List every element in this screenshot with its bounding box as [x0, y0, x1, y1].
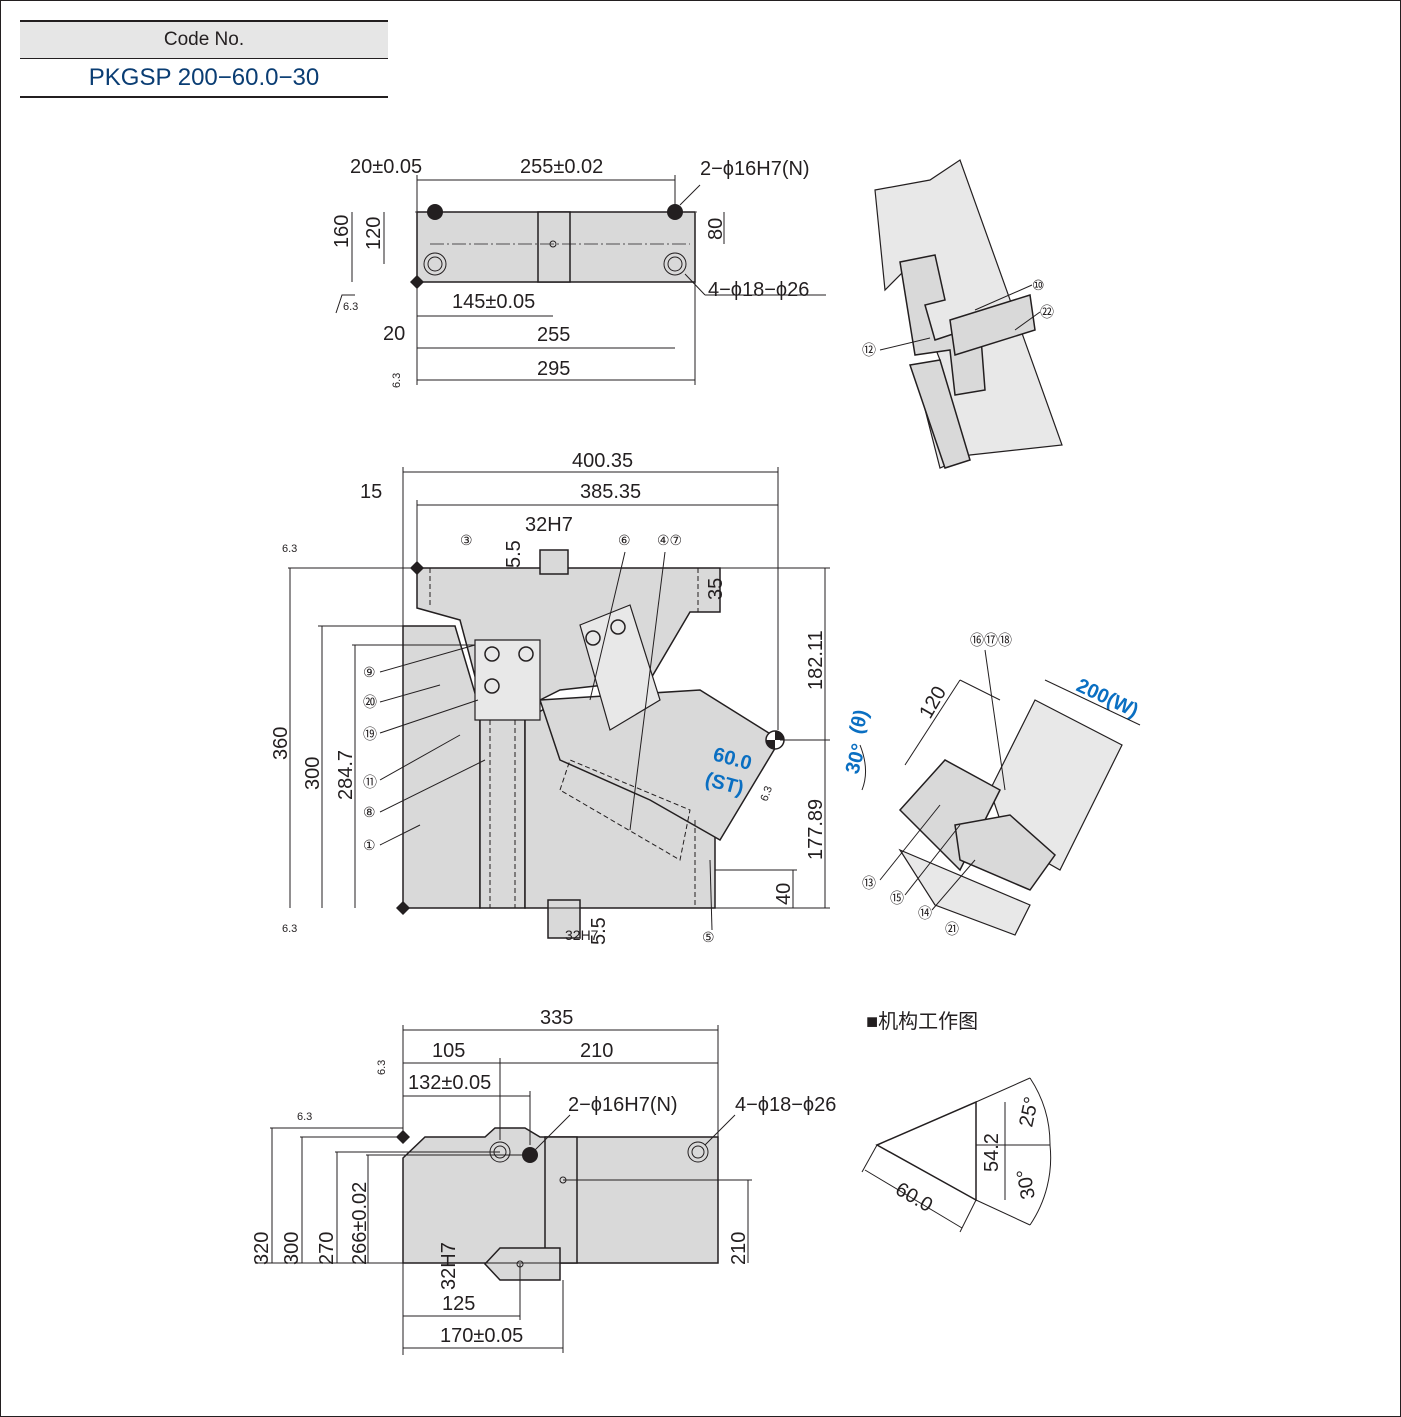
mechanism-title: ■机构工作图 — [866, 1010, 978, 1033]
callout-20: ⑳ — [363, 694, 377, 710]
callout-3: ③ — [460, 532, 473, 548]
detail-callout-22: ㉒ — [1040, 304, 1054, 320]
detail-top-bar — [949, 294, 1036, 356]
cbore-hole-icon — [663, 252, 687, 276]
mech-stroke: 60.0 — [892, 1178, 937, 1217]
side-dim-335: 335 — [540, 1007, 573, 1029]
dim-80: 80 — [705, 218, 727, 240]
mech-height: 54.2 — [981, 1133, 1003, 1172]
side-dim-32h7: 32H7 — [438, 1242, 460, 1290]
dim-32h7b: 32H7 — [565, 927, 599, 943]
dim-295: 295 — [537, 358, 570, 380]
bottom-key — [547, 899, 581, 939]
side-dim-270: 270 — [316, 1232, 338, 1265]
top-key — [539, 549, 569, 575]
mid-callout-15: ⑮ — [890, 890, 904, 906]
callout-8: ⑧ — [363, 804, 376, 820]
detail-mid-slide — [954, 814, 1057, 891]
dim-300: 300 — [302, 757, 324, 790]
code-value: PKGSP 200−60.0−30 — [20, 59, 388, 98]
front-view: 400.35 15 385.35 32H7 5.5 35 182.11 177.… — [270, 450, 873, 945]
detail-mid: 120 200(W) ⑯⑰⑱ ⑬ ⑮ ⑭ ㉑ — [862, 632, 1142, 937]
front-callouts: ③ ⑥ ④⑦ ⑨ ⑳ ⑲ ⑪ ⑧ ① ⑤ — [363, 532, 715, 945]
dim-145: 145±0.05 — [452, 291, 535, 313]
dim-20b: 20 — [383, 323, 405, 345]
hole-cbore-label: 4−ϕ18−ϕ26 — [708, 279, 809, 301]
dowel-hole-icon — [427, 204, 443, 220]
callout-9: ⑨ — [363, 664, 376, 680]
guide-post — [479, 717, 526, 909]
dim-177: 177.89 — [805, 799, 827, 860]
dim-385: 385.35 — [580, 481, 641, 503]
dim-255-tol: 255±0.02 — [520, 156, 603, 178]
rough-b: 6.3 — [282, 923, 297, 935]
dim-5-5: 5.5 — [503, 540, 525, 568]
cbore-hole-icon — [423, 252, 447, 276]
mid-dim-120: 120 — [915, 683, 951, 723]
dim-284: 284.7 — [335, 750, 357, 800]
code-header: Code No. — [20, 20, 388, 59]
detail-top: ⑩ ㉒ ⑫ — [862, 159, 1063, 469]
rough-a: 6.3 — [282, 543, 297, 555]
dim-5-5b: 5.5 — [588, 917, 610, 945]
dim-120: 120 — [363, 217, 385, 250]
side-dim-132: 132±0.05 — [408, 1072, 491, 1094]
detail-callout-12: ⑫ — [862, 342, 876, 358]
side-dim-105: 105 — [432, 1040, 465, 1062]
cam-slider — [538, 689, 782, 842]
dim-15: 15 — [360, 481, 382, 503]
hole-dowel-label: 2−ϕ16H7(N) — [700, 158, 810, 180]
cbore-hole-icon — [687, 1141, 709, 1163]
side-view: 335 105 210 132±0.05 2−ϕ16H7(N) 4−ϕ18−ϕ2… — [251, 1007, 836, 1355]
side-dim-170: 170±0.05 — [440, 1325, 523, 1347]
dim-160: 160 — [331, 215, 353, 248]
roughness-63b: 6.3 — [391, 373, 403, 388]
dowel-hole-icon — [667, 204, 683, 220]
side-rough-b: 6.3 — [297, 1111, 312, 1123]
roughness-63: 6.3 — [343, 301, 358, 313]
dim-182: 182.11 — [805, 630, 827, 690]
dim-255: 255 — [537, 324, 570, 346]
mid-callout-16-17-18: ⑯⑰⑱ — [970, 632, 1012, 648]
mid-callout-13: ⑬ — [862, 875, 876, 891]
dim-360: 360 — [270, 727, 292, 760]
dim-400: 400.35 — [572, 450, 633, 472]
base-block — [402, 625, 481, 909]
theta-label: (θ) — [846, 707, 873, 736]
top-view: 20±0.05 255±0.02 2−ϕ16H7(N) 160 120 80 4… — [331, 156, 826, 388]
side-key-slot — [544, 1136, 578, 1264]
side-dim-210v: 210 — [728, 1232, 750, 1265]
code-table: Code No. PKGSP 200−60.0−30 — [20, 20, 388, 98]
dim-35: 35 — [705, 578, 727, 600]
callout-4-7: ④⑦ — [657, 532, 682, 548]
detail-mid-base — [898, 848, 1031, 936]
angle-30: 30° — [842, 741, 871, 776]
mid-callout-21: ㉑ — [945, 921, 959, 937]
mid-callout-14: ⑭ — [918, 905, 932, 921]
callout-5: ⑤ — [702, 929, 715, 945]
side-dim-210: 210 — [580, 1040, 613, 1062]
rough-c: 6.3 — [759, 785, 776, 803]
dim-40: 40 — [773, 883, 795, 905]
side-dim-125: 125 — [442, 1293, 475, 1315]
callout-1: ① — [363, 837, 376, 853]
mechanism-diagram: ■机构工作图 54.2 25° 30° 60.0 — [861, 1010, 1052, 1233]
callout-6: ⑥ — [618, 532, 631, 548]
callout-11: ⑪ — [363, 774, 377, 790]
mech-angle-30: 30° — [1013, 1167, 1040, 1201]
mech-angle-25: 25° — [1015, 1095, 1043, 1129]
side-dim-266: 266±0.02 — [349, 1182, 371, 1265]
side-rough-a: 6.3 — [376, 1060, 388, 1075]
detail-top-plate — [909, 359, 971, 469]
side-dim-320: 320 — [251, 1232, 273, 1265]
dim-32h7: 32H7 — [525, 514, 573, 536]
callout-19: ⑲ — [363, 726, 377, 742]
mechanism-triangle — [875, 1100, 977, 1202]
side-hole-dowel: 2−ϕ16H7(N) — [568, 1094, 678, 1116]
detail-callout-10: ⑩ — [1032, 277, 1045, 293]
side-hole-cbore: 4−ϕ18−ϕ26 — [735, 1094, 836, 1116]
dim-20: 20±0.05 — [350, 156, 422, 178]
side-dim-300: 300 — [281, 1232, 303, 1265]
